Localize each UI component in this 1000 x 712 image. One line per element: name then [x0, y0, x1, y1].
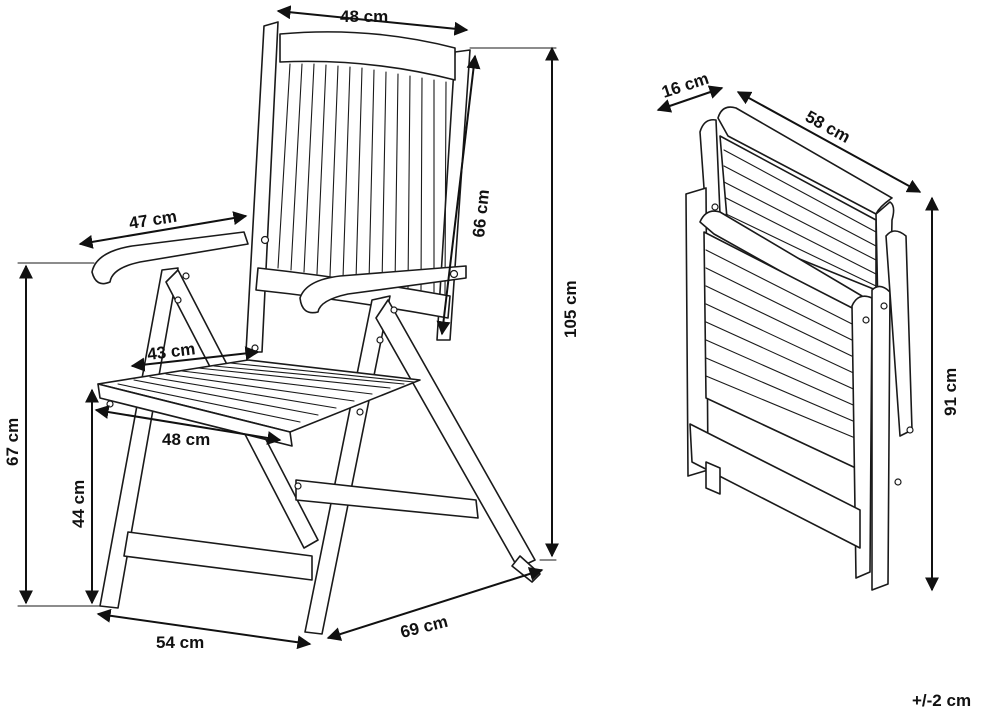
open-chair-dimensions: 48 cm 47 cm 66 cm 105 cm 43 cm 48 cm 67 …	[3, 5, 580, 652]
total-height-label: 105 cm	[561, 280, 580, 338]
seat-width-label: 48 cm	[162, 430, 210, 449]
back-slats	[277, 63, 447, 295]
folded-chair-drawing	[685, 106, 914, 591]
base-depth-label: 69 cm	[398, 612, 449, 642]
armrest-height-label: 67 cm	[3, 418, 22, 466]
base-width-label: 54 cm	[156, 633, 204, 652]
folded-thickness-label: 16 cm	[659, 69, 711, 102]
back-width-label: 48 cm	[340, 7, 388, 26]
open-chair-drawing	[91, 21, 541, 635]
folded-bolts	[711, 203, 914, 486]
folded-height-label: 91 cm	[941, 368, 960, 416]
seat-height-label: 44 cm	[69, 480, 88, 528]
tolerance-note: +/-2 cm	[912, 691, 971, 710]
backrest-height-label: 66 cm	[469, 188, 493, 238]
folded-seat-slats	[705, 249, 861, 441]
